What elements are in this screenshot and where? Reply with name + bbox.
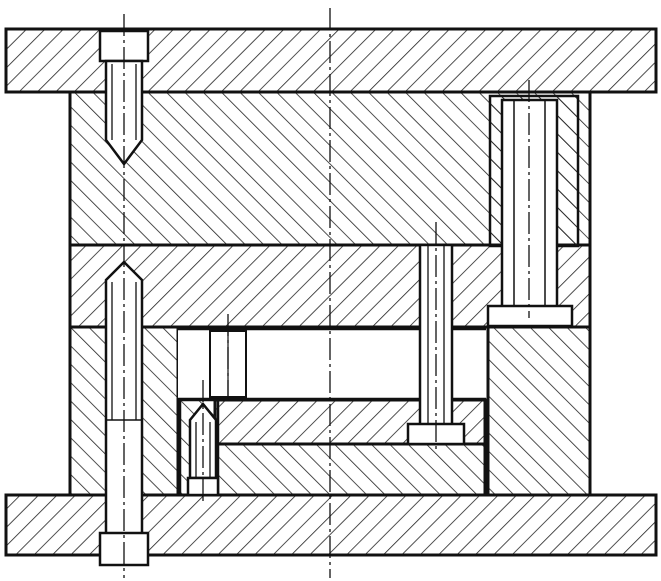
right-lower-block xyxy=(486,325,592,497)
ejector-retainer-plate xyxy=(213,442,487,497)
small-stop-pin xyxy=(178,398,220,497)
centerlines xyxy=(123,8,530,578)
